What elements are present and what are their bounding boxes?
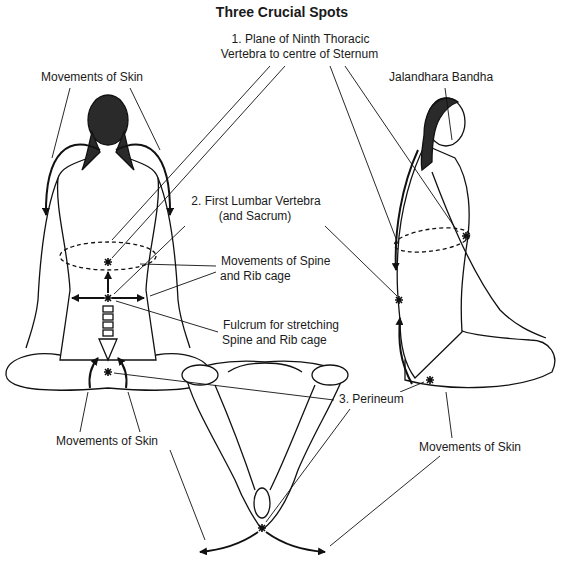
leader-line <box>114 373 334 400</box>
back-view-figure <box>6 95 210 390</box>
pelvis <box>254 488 270 518</box>
leader-line <box>116 301 218 332</box>
side-view-figure <box>393 98 555 388</box>
leader-line <box>345 66 458 232</box>
asterisk <box>104 368 112 376</box>
asterisk <box>104 258 112 266</box>
leader-line <box>112 66 285 258</box>
spine-arrow <box>72 297 104 299</box>
title: Three Crucial Spots <box>0 4 564 20</box>
leader-lines <box>52 66 458 546</box>
hair <box>421 98 458 170</box>
leader-line <box>325 226 397 296</box>
skin-arrow <box>118 358 127 388</box>
leader-line <box>114 226 185 294</box>
arm <box>432 172 546 338</box>
label-text: 1. Plane of Ninth Thoracic Vertebra to c… <box>221 32 379 61</box>
callout-label: Movements of Skin <box>40 70 150 85</box>
leader-line <box>130 88 160 150</box>
hair <box>116 132 134 170</box>
rib-cage-plane <box>60 242 156 270</box>
below-view-figure <box>182 361 348 552</box>
leader-line <box>128 392 140 432</box>
label-text: Movements of Spine and Rib cage <box>220 254 330 283</box>
leader-line <box>330 456 440 546</box>
leader-line <box>52 88 70 158</box>
skin-arrow <box>399 318 412 384</box>
label-text: Jalandhara Bandha <box>388 70 494 84</box>
thigh <box>185 361 345 530</box>
spine-arrow <box>112 297 144 299</box>
skin-arrow <box>200 532 258 552</box>
leader-line <box>150 272 216 296</box>
torso <box>58 144 159 360</box>
leader-line <box>400 382 424 392</box>
spine-arrow <box>107 272 109 293</box>
callout-label: Movements of Spine and Rib cage <box>220 254 350 284</box>
asterisk <box>395 296 403 304</box>
callout-label: Movements of Skin <box>55 434 175 449</box>
thigh-line <box>270 385 315 490</box>
thigh-line <box>215 385 255 490</box>
vertebra <box>103 306 113 312</box>
leader-line <box>266 409 350 522</box>
callout-label: Jalandhara Bandha <box>388 70 508 85</box>
label-text: 2. First Lumbar Vertebra (and Sacrum) <box>190 194 320 223</box>
leader-line <box>446 392 452 438</box>
label-text: Fulcrum for stretching Spine and Rib cag… <box>222 318 339 347</box>
leader-line <box>80 392 88 432</box>
leader-line <box>445 88 452 140</box>
leader-line <box>140 264 216 266</box>
asterisk <box>258 524 266 532</box>
label-text: Movements of Skin <box>55 434 159 448</box>
callout-label: 1. Plane of Ninth Thoracic Vertebra to c… <box>210 32 390 62</box>
torso <box>397 145 469 378</box>
label-text: 3. Perineum <box>338 392 405 406</box>
asterisk <box>104 294 112 302</box>
vertebra <box>103 314 113 320</box>
rib-cage-plane <box>393 224 471 256</box>
leader-line <box>170 450 205 540</box>
callout-label: Movements of Skin <box>418 440 538 455</box>
callout-label: Fulcrum for stretching Spine and Rib cag… <box>222 318 367 348</box>
label-text: Movements of Skin <box>40 70 144 84</box>
vertebra <box>103 330 113 336</box>
head-outline <box>228 363 302 372</box>
callout-label: 3. Perineum <box>338 392 428 407</box>
asterisk <box>426 376 434 384</box>
skin-arrow <box>46 145 100 215</box>
sacrum <box>99 339 117 360</box>
left-arm <box>26 178 58 348</box>
label-text: Movements of Skin <box>418 440 522 454</box>
skin-arrow <box>116 145 170 215</box>
vertebra <box>103 322 113 328</box>
hand <box>312 365 348 385</box>
skin-arrow <box>266 532 325 552</box>
leader-line <box>330 66 398 244</box>
hair <box>82 132 100 170</box>
callout-label: 2. First Lumbar Vertebra (and Sacrum) <box>183 194 328 224</box>
asterisk <box>462 232 470 240</box>
skin-arrow <box>89 358 98 388</box>
